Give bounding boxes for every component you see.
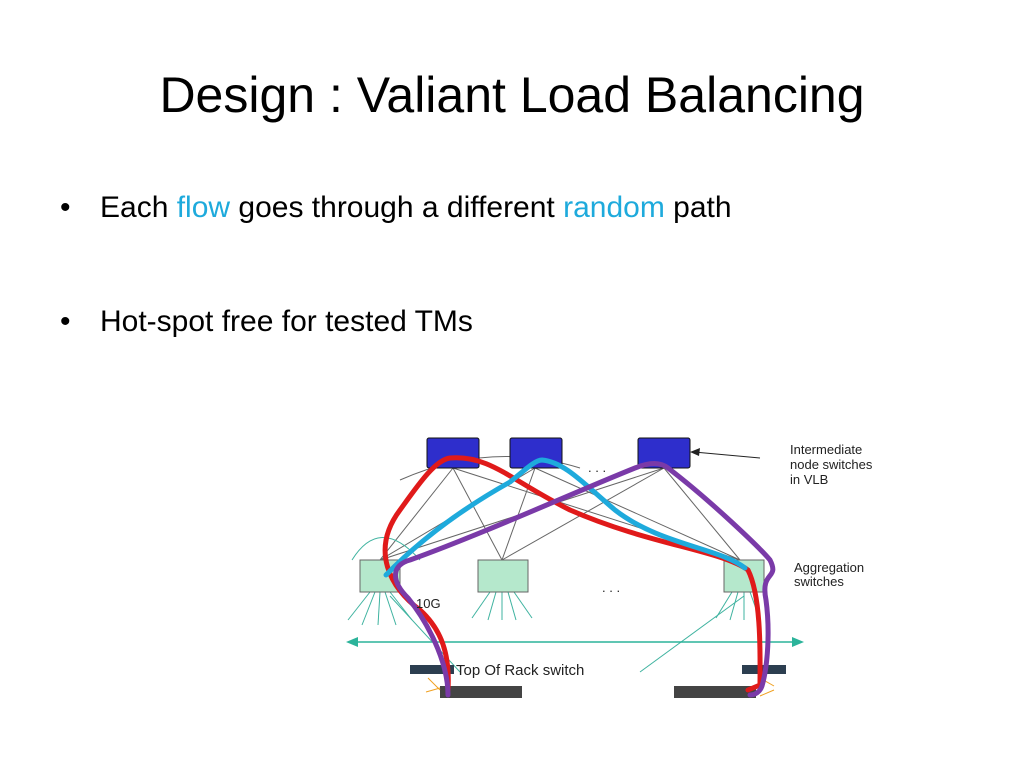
- aggregation-ellipsis: . . .: [602, 580, 620, 595]
- bullet-highlight-flow: flow: [176, 191, 231, 224]
- bullet-text: Hot-spot free for tested TMs: [100, 305, 473, 338]
- path-blue: [383, 457, 748, 578]
- aggregation-switch-3: [723, 559, 765, 593]
- bullet-text: path: [664, 191, 732, 224]
- arrow-head-left: [346, 637, 358, 647]
- intermediate-pointer: [693, 451, 761, 459]
- label-intermediate-1: Intermediate: [790, 442, 862, 457]
- bullet-list: • Each flow goes through a different ran…: [60, 186, 732, 414]
- tor-switch-left: [410, 665, 454, 674]
- label-intermediate-3: in VLB: [790, 472, 828, 487]
- label-tor: Top Of Rack switch: [456, 662, 584, 679]
- slide-title: Design : Valiant Load Balancing: [159, 67, 865, 123]
- label-aggregation-2: switches: [794, 574, 844, 589]
- bullet-item-hotspot: • Hot-spot free for tested TMs: [60, 300, 732, 344]
- label-aggregation-1: Aggregation: [794, 560, 864, 575]
- intermediate-ellipsis: . . .: [588, 460, 606, 475]
- pointer-head: [690, 448, 700, 456]
- bullet-text: Each: [100, 191, 177, 224]
- aggregation-switch-2: [477, 559, 529, 593]
- label-link-speed: 10G: [416, 596, 441, 611]
- path-purple: [393, 461, 776, 698]
- vlb-network-diagram: . . . . . .: [346, 437, 873, 698]
- server-rack-right: [674, 686, 756, 698]
- label-intermediate-2: node switches: [790, 457, 873, 472]
- arrow-head-right: [792, 637, 804, 647]
- bullet-item-flow: • Each flow goes through a different ran…: [60, 186, 732, 230]
- bullet-highlight-random: random: [563, 191, 665, 224]
- bullet-text: goes through a different: [230, 191, 564, 224]
- bullet-dot: •: [60, 305, 71, 338]
- bullet-dot: •: [60, 191, 71, 224]
- server-rack-left: [440, 686, 522, 698]
